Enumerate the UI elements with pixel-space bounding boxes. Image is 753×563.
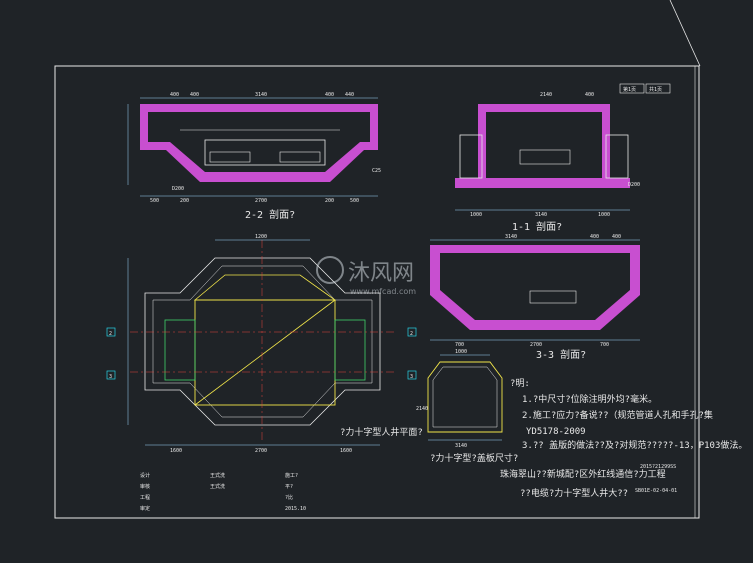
project-name: 珠海翠山??新城配?区外红线通信?力工程 <box>500 468 666 480</box>
section-22-dim-bottom-1: 500 <box>150 198 159 204</box>
sheet-mark-1: 第1页 <box>623 86 636 93</box>
plan-axis-right: 2 <box>410 331 413 337</box>
watermark-text: 沐风网 <box>348 261 414 286</box>
section-22-dim-top-3: 3140 <box>255 92 267 98</box>
notes-line-4: 3.?? 盖版的做法??及?对规范?????-13，P103做法。 <box>522 439 747 451</box>
plan-left-arm <box>164 319 196 381</box>
section-2-2: 400 400 3140 400 440 500 200 2700 200 50… <box>127 92 381 221</box>
section-11-base <box>455 178 630 188</box>
section-33-dim-bottom-1: 700 <box>455 342 464 348</box>
section-11-top-slab <box>478 104 610 112</box>
title-row-1-role: 设计 <box>140 472 150 479</box>
section-22-top-slab <box>140 104 378 112</box>
title-row-2-role: 审核 <box>140 483 150 490</box>
plan-axis-left: 2 <box>109 331 112 337</box>
cover-outline <box>427 361 503 433</box>
title-row-4-extra: 2015.10 <box>285 506 306 512</box>
project-code: 2015?21299SS <box>640 464 676 470</box>
notes-block: ?明: 1.?中尺寸?位除注明外均?毫米。 2.施工?应力?备说??（规范管道人… <box>510 378 747 451</box>
watermark-url: www.mfcad.com <box>350 287 416 296</box>
section-11-dim-top-1: 2140 <box>540 92 552 98</box>
section-33-title: 3-3 剖面? <box>536 348 586 361</box>
section-22-inner-box <box>204 139 326 166</box>
section-22-floor <box>140 142 378 182</box>
plan-title: ?力十字型人井平面? <box>340 426 423 438</box>
plan-dim-bottom-2: 2700 <box>255 448 267 454</box>
plan-axis-right-2: 3 <box>410 374 413 380</box>
plan-dim-bottom-3: 1600 <box>340 448 352 454</box>
plan-dim-top: 1200 <box>255 234 267 240</box>
plan-dim-bottom-1: 1600 <box>170 448 182 454</box>
drawing-number: SB01E-02-04-01 <box>635 488 677 494</box>
title-row-1-name: 王式洗 <box>210 472 225 479</box>
section-33-dim-bottom-2: 2700 <box>530 342 542 348</box>
section-1-1: 1000 3140 1000 2140 400 D200 1-1 剖面? <box>455 92 640 233</box>
section-22-title: 2-2 剖面? <box>245 208 295 221</box>
cover-dim-bottom: 3140 <box>455 443 467 449</box>
section-22-dim-top-1: 400 <box>170 92 179 98</box>
section-22-dim-top-2: 400 <box>190 92 199 98</box>
plan-outer-outline <box>144 257 381 426</box>
title-row-2-extra: 平? <box>285 484 293 490</box>
section-33-top-slab <box>430 245 640 253</box>
section-11-dim-bottom-3: 1000 <box>598 212 610 218</box>
sheet-mark-2: 共1页 <box>649 86 662 93</box>
plan-view: 2 2 3 3 1200 1600 2700 1600 ?力十字型人井平面? <box>106 234 423 454</box>
plan-axis-left-2: 3 <box>109 374 112 380</box>
section-22-label-right: C25 <box>372 168 381 174</box>
title-row-2-name: 王式洗 <box>210 483 225 490</box>
section-22-left-wall <box>140 112 148 142</box>
section-33-dim-top-2: 400 <box>590 234 599 240</box>
section-22-dim-bottom-5: 500 <box>350 198 359 204</box>
section-22-right-wall <box>370 112 378 142</box>
notes-heading: ?明: <box>510 378 530 389</box>
notes-line-2: 2.施工?应力?备说??（规范管道人孔和手孔?集 <box>522 409 713 421</box>
section-33-dim-bottom-3: 700 <box>600 342 609 348</box>
sheet-marks: 第1页 共1页 <box>619 83 671 94</box>
section-11-dim-bottom-2: 3140 <box>535 212 547 218</box>
frame-fold-line <box>669 0 701 67</box>
cover-dim-left: 2140 <box>416 406 428 412</box>
cover-view: 1000 3140 2140 ?力十字型?盖板尺寸? <box>416 349 518 464</box>
title-row-4-role: 审定 <box>140 505 150 512</box>
section-22-dim-top-5: 440 <box>345 92 354 98</box>
watermark: 沐风网 www.mfcad.com <box>316 256 416 296</box>
drawing-name: ??电缆?力十字型人井大?? <box>520 487 628 499</box>
section-22-label-left: D200 <box>172 186 184 192</box>
section-11-title: 1-1 剖面? <box>512 220 562 233</box>
section-3-3: 3140 400 400 700 2700 700 3-3 剖面? <box>430 234 640 361</box>
plan-right-arm <box>334 319 366 381</box>
title-block: 设计 王式洗 施工? 审核 王式洗 平? 工程 ?比 审定 2015.10 珠海… <box>140 464 677 512</box>
section-22-dim-bottom-4: 200 <box>325 198 334 204</box>
section-33-body <box>430 253 640 330</box>
plan-diagonal <box>194 299 336 406</box>
section-11-label-right: D200 <box>628 182 640 188</box>
title-row-1-extra: 施工? <box>285 472 298 479</box>
section-11-dim-bottom-1: 1000 <box>470 212 482 218</box>
drawing-frame <box>54 65 700 519</box>
title-row-3-extra: ?比 <box>285 494 293 501</box>
section-33-dim-top-1: 3140 <box>505 234 517 240</box>
cover-dim-top: 1000 <box>455 349 467 355</box>
section-11-dim-top-2: 400 <box>585 92 594 98</box>
section-22-dim-bottom-3: 2700 <box>255 198 267 204</box>
notes-line-1: 1.?中尺寸?位除注明外均?毫米。 <box>522 393 657 405</box>
section-22-dim-bottom-2: 200 <box>180 198 189 204</box>
section-33-dim-top-3: 400 <box>612 234 621 240</box>
section-22-dim-top-4: 400 <box>325 92 334 98</box>
plan-inner-outline <box>152 265 373 418</box>
watermark-logo-icon <box>316 256 344 284</box>
section-33-duct-bank <box>529 290 577 304</box>
notes-line-3: YD5178-2009 <box>526 427 586 437</box>
cover-title: ?力十字型?盖板尺寸? <box>430 452 518 464</box>
title-row-3-role: 工程 <box>140 494 150 501</box>
